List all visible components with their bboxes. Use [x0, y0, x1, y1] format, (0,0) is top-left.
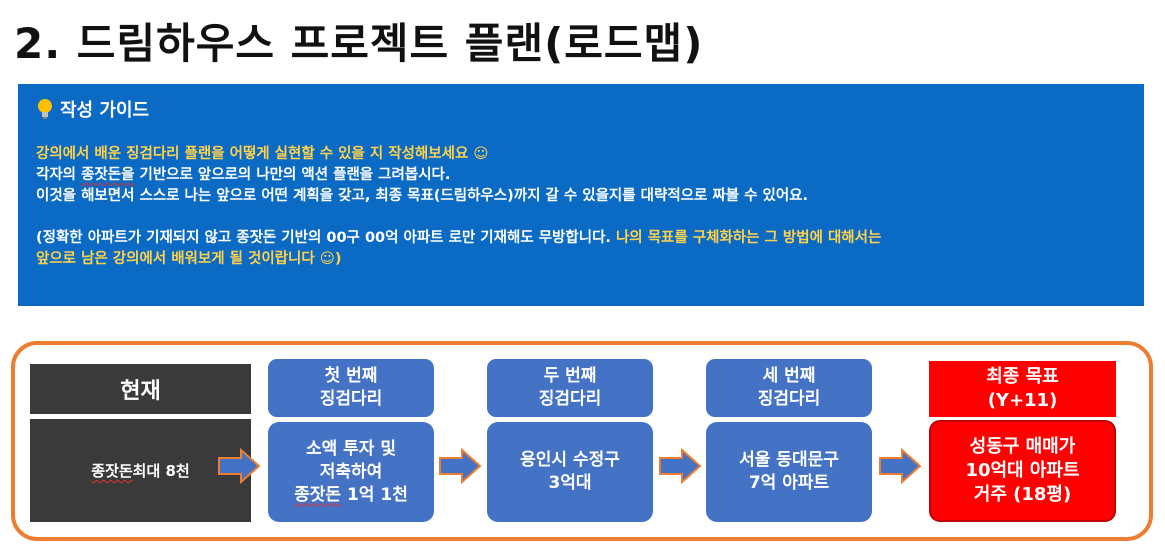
step1-desc-3: 종잣돈 1억 1천 — [294, 484, 408, 507]
arrow-right-icon — [439, 448, 482, 484]
step3-desc: 서울 동대문구 7억 아파트 — [706, 422, 872, 522]
final-goal-label-2: (Y+11) — [987, 390, 1058, 411]
step3-label: 세 번째 징검다리 — [706, 359, 872, 417]
current-value: 종잣돈 최대 8천 — [30, 419, 251, 522]
roadmap-frame — [11, 341, 1153, 541]
final-goal-desc-3: 거주 (18평) — [973, 484, 1072, 505]
guide-heading: 작성 가이드 — [36, 96, 1126, 122]
current-value-amount: 최대 8천 — [132, 462, 190, 480]
current-value-seed: 종잣돈 — [91, 462, 133, 480]
arrow-right-icon — [879, 448, 922, 484]
guide-line-4a: (정확한 아파트가 기재되지 않고 종잣돈 기반의 00구 00억 아파트 로만… — [36, 230, 616, 246]
step1-label-2: 징검다리 — [319, 389, 383, 409]
final-goal-desc-1: 성동구 매매가 — [969, 436, 1076, 457]
guide-line-3: 이것을 해보면서 스스로 나는 앞으로 어떤 계획을 갖고, 최종 목표(드림하… — [36, 188, 809, 204]
writing-guide-panel: 작성 가이드 강의에서 배운 징검다리 플랜을 어떻게 실현할 수 있을 지 작… — [18, 84, 1144, 306]
step1-desc: 소액 투자 및 저축하여 종잣돈 1억 1천 — [268, 422, 434, 522]
guide-line-1: 강의에서 배운 징검다리 플랜을 어떻게 실현할 수 있을 지 작성해보세요 ☺ — [36, 146, 489, 162]
step3-desc-2: 7억 아파트 — [748, 473, 830, 493]
step2-label-2: 징검다리 — [538, 389, 602, 409]
step1-desc-3b: 1억 1천 — [341, 484, 408, 505]
step1-desc-3a: 종잣돈 — [294, 484, 342, 505]
step3-label-1: 세 번째 — [762, 366, 816, 386]
lightbulb-icon — [38, 99, 52, 119]
final-goal-label: 최종 목표 (Y+11) — [929, 361, 1116, 417]
guide-line-2b: 종잣돈을 — [81, 167, 135, 183]
step1-desc-1: 소액 투자 및 — [305, 438, 397, 459]
final-goal-desc: 성동구 매매가 10억대 아파트 거주 (18평) — [929, 420, 1116, 522]
step2-desc: 용인시 수정구 3억대 — [487, 422, 653, 522]
guide-line-2c: 기반으로 앞으로의 나만의 액션 플랜을 그려봅시다. — [134, 167, 451, 183]
step1-label: 첫 번째 징검다리 — [268, 359, 434, 417]
final-goal-desc-2: 10억대 아파트 — [965, 460, 1080, 481]
guide-line-2a: 각자의 — [36, 167, 82, 183]
arrow-right-icon — [218, 448, 261, 484]
step2-label-1: 두 번째 — [543, 366, 597, 386]
step1-desc-2: 저축하여 — [319, 461, 383, 482]
step2-desc-1: 용인시 수정구 — [520, 450, 620, 470]
guide-body: 강의에서 배운 징검다리 플랜을 어떻게 실현할 수 있을 지 작성해보세요 ☺… — [36, 144, 1126, 270]
step2-label: 두 번째 징검다리 — [487, 359, 653, 417]
guide-line-4b: 나의 목표를 구체화하는 그 방법에 대해서는 — [615, 230, 882, 246]
step3-label-2: 징검다리 — [757, 389, 821, 409]
arrow-right-icon — [659, 448, 702, 484]
current-label: 현재 — [30, 364, 251, 414]
guide-line-2: 각자의 종잣돈을 기반으로 앞으로의 나만의 액션 플랜을 그려봅시다. — [36, 165, 1126, 186]
final-goal-label-1: 최종 목표 — [986, 366, 1059, 387]
guide-line-5: 앞으로 남은 강의에서 배워보게 될 것이랍니다 ☺) — [36, 251, 342, 267]
step2-desc-2: 3억대 — [548, 473, 592, 493]
step3-desc-1: 서울 동대문구 — [739, 450, 839, 470]
guide-heading-text: 작성 가이드 — [60, 100, 150, 121]
guide-line-4: (정확한 아파트가 기재되지 않고 종잣돈 기반의 00구 00억 아파트 로만… — [36, 228, 1126, 249]
step1-label-1: 첫 번째 — [324, 366, 378, 386]
page-title: 2. 드림하우스 프로젝트 플랜(로드맵) — [14, 19, 704, 68]
